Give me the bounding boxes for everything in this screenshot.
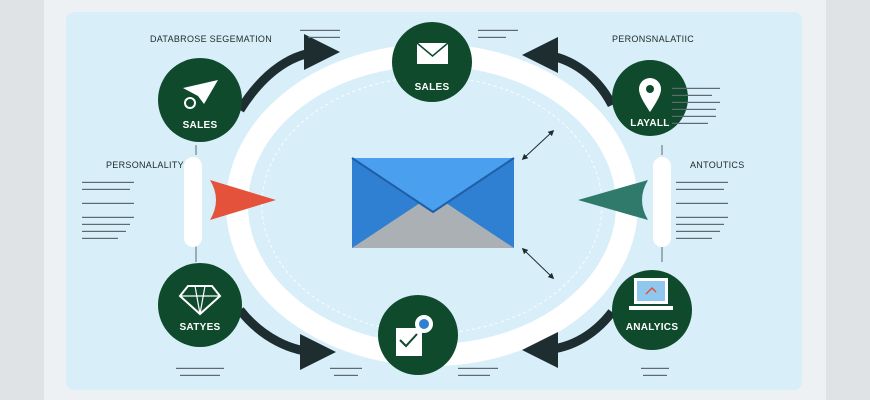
connector-top (521, 129, 555, 161)
arrow-bottom-right (522, 309, 616, 368)
filler-text-bottom-right: ▬▬▬▬▬▬▬▬▬▬▬▬▬ (641, 365, 669, 377)
right-vertical-bar (653, 157, 671, 247)
heading-top-right: PERONSNALATIIC (612, 34, 695, 44)
checklist-icon (396, 315, 433, 356)
filler-text-top-right: ▬▬▬▬▬▬▬▬▬▬▬▬▬▬▬▬▬▬▬▬▬▬▬▬▬▬▬▬▬▬▬▬▬▬▬▬▬▬▬▬… (672, 85, 720, 125)
filler-text-bottom-center-right: ▬▬▬▬▬▬▬▬▬▬▬▬▬▬▬▬▬▬ (458, 365, 498, 377)
filler-text-mid-right: ▬▬▬▬▬▬▬▬▬▬▬▬▬▬▬▬▬▬▬▬▬▬▬▬▬▬▬▬▬▬▬▬▬▬▬▬▬▬▬▬… (676, 179, 728, 240)
arrow-top-left (236, 34, 340, 113)
heading-top-left: DATABROSE SEGEMATION (150, 34, 273, 44)
arrow-top-right (522, 37, 616, 108)
left-vertical-bar (184, 157, 202, 247)
node-label-top-right: LAYALL (630, 118, 670, 129)
arrow-bottom-left (236, 307, 336, 370)
filler-text-mid-left: ▬▬▬▬▬▬▬▬▬▬▬▬▬▬▬▬▬▬▬▬▬▬▬▬▬▬▬▬▬▬▬▬▬▬▬▬▬▬▬▬… (82, 179, 134, 240)
node-label-bottom-left: SATYES (179, 322, 221, 333)
monitor-icon (629, 278, 673, 310)
filler-text-bottom-center-left: ▬▬▬▬▬▬▬▬▬▬▬▬▬▬ (330, 365, 362, 377)
node-top-left (158, 58, 242, 142)
paper-plane-icon (183, 80, 218, 109)
filler-text-top-center-right: ▬▬▬▬▬▬▬▬▬▬▬▬▬▬▬▬▬ (478, 27, 518, 39)
heading-mid-left: PERSONALALITY (106, 160, 184, 170)
connector-bottom (521, 247, 555, 280)
left-pointer (210, 180, 276, 220)
envelope-icon (351, 157, 515, 248)
node-label-top-center: SALES (414, 82, 450, 93)
diamond-icon (178, 285, 222, 316)
right-pointer (578, 180, 648, 220)
node-bottom-left (158, 263, 242, 347)
filler-text-top-center-left: ▬▬▬▬▬▬▬▬▬▬▬▬▬▬▬▬▬▬ (300, 27, 340, 39)
filler-text-bottom-left: ▬▬▬▬▬▬▬▬▬▬▬▬▬▬▬▬▬▬▬▬▬▬ (176, 365, 224, 377)
node-label-top-left: SALES (182, 120, 218, 131)
node-label-bottom-right: ANALYICS (625, 322, 679, 333)
heading-mid-right: ANTOUTICS (690, 160, 745, 170)
location-pin-icon (639, 78, 661, 112)
mail-icon (416, 42, 449, 64)
